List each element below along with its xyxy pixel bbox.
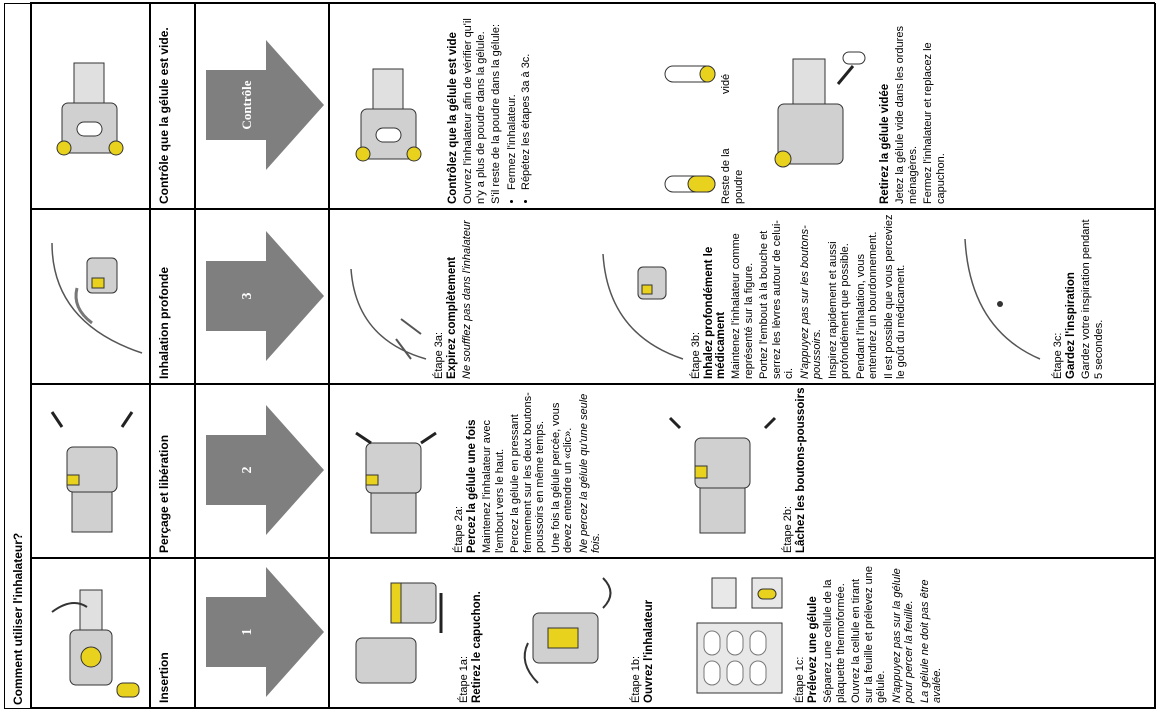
header-insertion: Insertion xyxy=(150,558,195,708)
hold-breath-illustration xyxy=(964,238,1041,360)
step-1c-warning-2: La gélule ne doit pas être avalée. xyxy=(918,579,944,703)
header-piercing: Perçage et libération xyxy=(150,384,195,558)
remove-title: Retirez la gélule vidée xyxy=(879,83,891,204)
step-3b-text-1: Maintenez l'inhalateur comme représenté … xyxy=(730,233,755,379)
step-2a-text-2: Percez la gélule en pressant fermement s… xyxy=(509,392,546,553)
steps-piercing: Étape 2a: Percez la gélule une fois Main… xyxy=(329,384,1155,558)
title-row: Comment utiliser l'inhalateur? xyxy=(5,2,31,708)
step-1c-text-2: Ouvrez la cellule en tirant sur la feuil… xyxy=(850,566,887,703)
step-2a-label: Étape 2a: xyxy=(453,505,465,553)
remove-text-2: Fermez l'inhalateur et replacez le capuc… xyxy=(922,42,947,204)
inhaler-pierce-icon xyxy=(50,411,134,533)
piercing-thumbnail xyxy=(31,384,150,558)
steps-insertion: Étape 1a: Retirez le capuchon. Étape 1b:… xyxy=(329,558,1155,708)
down-arrow-icon xyxy=(206,567,324,697)
step-3a-label: Étape 3a: xyxy=(433,331,445,379)
remove-capsule-illustration xyxy=(774,51,866,168)
remove-text-1: Jetez la gélule vide dans les ordures mé… xyxy=(894,26,919,204)
step-1a-title: Retirez le capuchon. xyxy=(471,591,483,703)
steps-inhalation: Étape 3a: Expirez complètement Ne souffl… xyxy=(329,209,1155,384)
capsule-residue: Reste de la poudre xyxy=(660,124,748,204)
step-3c-title: Gardez l'inspiration xyxy=(1065,272,1077,379)
step-1a-label: Étape 1a: xyxy=(458,655,470,703)
check-title: Contrôlez que la gélule est vide xyxy=(447,32,459,204)
check-thumbnail xyxy=(31,2,150,209)
inhalation-thumbnail xyxy=(31,209,150,384)
step-3b-text-4: Pendant l'inhalation, vous entendrez un … xyxy=(854,231,880,379)
arrow-label-3: 3 xyxy=(240,293,255,300)
down-arrow-icon xyxy=(206,40,324,170)
step-3b-text-2: Portez l'embout à la bouche et serrez le… xyxy=(758,220,795,379)
check-list: Fermez l'inhalateur. Répétez les étapes … xyxy=(506,6,533,204)
blister-pack-illustration xyxy=(696,577,783,694)
step-1b-label: Étape 1b: xyxy=(630,655,642,703)
step-3a-title: Expirez complètement xyxy=(446,256,458,379)
insertion-thumbnail xyxy=(31,558,150,708)
step-2a-warning: Ne percez la gélule qu'une seule fois. xyxy=(577,393,603,553)
step-2b-title: Lâchez les boutons-poussoirs xyxy=(795,387,807,554)
down-arrow-icon xyxy=(206,231,324,361)
capsule-powder-icon xyxy=(664,175,716,193)
step-3c-label: Étape 3c: xyxy=(1052,332,1064,379)
pierce-capsule-illustration xyxy=(355,431,437,534)
inhale-face-icon xyxy=(51,242,143,354)
arrow-check: Contrôle xyxy=(195,2,329,209)
capsule-empty-icon xyxy=(664,65,716,83)
step-1c-label: Étape 1c: xyxy=(794,656,806,703)
step-3b-title: Inhalez profondément le médicament xyxy=(703,246,727,379)
step-3b-label: Étape 3b: xyxy=(690,331,702,379)
header-inhalation: Inhalation profonde xyxy=(150,209,195,384)
inhale-illustration xyxy=(602,253,684,360)
step-3b-text-5: Il est possible que vous perceviez le go… xyxy=(882,214,908,379)
open-inhaler-illustration xyxy=(523,577,612,684)
check-capsule-illustration xyxy=(355,68,422,162)
release-buttons-illustration xyxy=(668,416,777,534)
step-3b-text-3: Inspirez rapidement et aussi profondémen… xyxy=(826,241,852,379)
arrow-label-1: 1 xyxy=(240,629,255,636)
exhale-illustration xyxy=(350,268,427,360)
step-1b-title: Ouvrez l'inhalateur xyxy=(643,599,655,703)
steps-check: Contrôlez que la gélule est vide Ouvrez … xyxy=(329,2,1155,209)
step-1c-text-1: Séparez une cellule de la plaquette ther… xyxy=(822,579,847,703)
table-title: Comment utiliser l'inhalateur? xyxy=(11,532,25,705)
step-3c-text: Gardez votre inspiration pendant 5 secon… xyxy=(1080,219,1105,379)
step-1c-title: Prélevez une gélule xyxy=(807,596,819,703)
capsule-empty: vidé xyxy=(660,14,748,94)
step-3b-warning: N'appuyez pas sur les boutons-poussoirs. xyxy=(798,225,824,379)
arrow-step-1: 1 xyxy=(195,558,329,708)
check-text-2: S'il reste de la poudre dans la gélule: xyxy=(490,23,502,204)
instruction-table: Comment utiliser l'inhalateur? Insertion… xyxy=(4,2,1156,709)
check-list-item-2: Répétez les étapes 3a à 3c. xyxy=(520,6,533,190)
arrow-step-2: 2 xyxy=(195,384,329,558)
inhaler-check-icon xyxy=(56,62,124,156)
arrow-label-check: Contrôle xyxy=(239,80,254,129)
step-1c-warning-1: N'appuyez pas sur la gélule pour percer … xyxy=(890,568,916,703)
arrow-step-3: 3 xyxy=(195,209,329,384)
step-2a-text-3: Une fois la gélule percée, vous devez en… xyxy=(549,402,575,553)
inhaler-insert-icon xyxy=(51,589,140,698)
step-2b-label: Étape 2b: xyxy=(782,505,794,553)
header-check: Contrôle que la gélule est vide. xyxy=(150,2,195,209)
check-text-1: Ouvrez l'inhalateur afin de vérifier qu'… xyxy=(462,18,487,204)
step-2a-text-1: Maintenez l'inhalateur avec l'embout ver… xyxy=(481,420,506,553)
caption-residue: Reste de la poudre xyxy=(720,148,745,204)
step-2a-title: Percez la gélule une fois xyxy=(466,419,478,553)
down-arrow-icon xyxy=(206,405,324,535)
check-list-item-1: Fermez l'inhalateur. xyxy=(506,6,519,190)
caption-empty: vidé xyxy=(720,73,732,94)
arrow-label-2: 2 xyxy=(240,467,255,474)
remove-cap-illustration xyxy=(355,582,443,684)
step-3a-warning: Ne soufflez pas dans l'inhalateur xyxy=(461,220,473,379)
